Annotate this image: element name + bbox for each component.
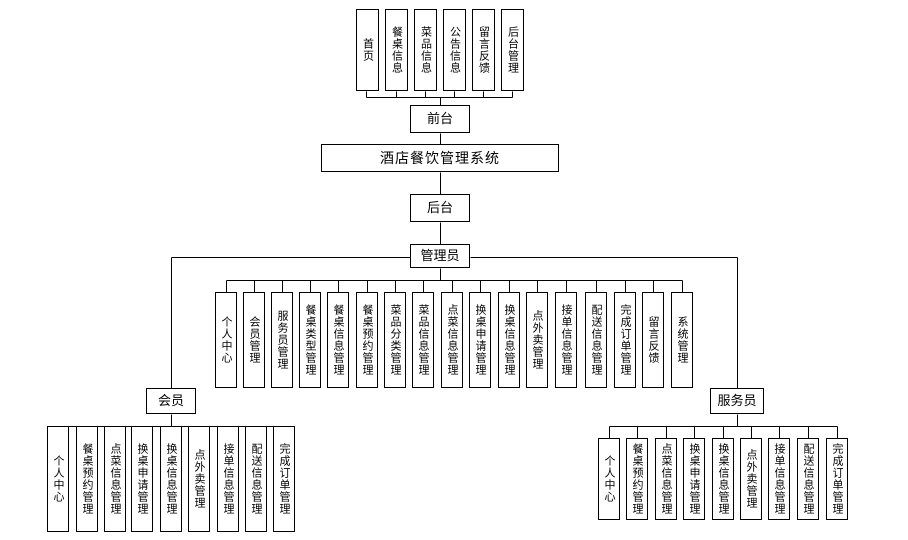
admin-item-table-reservation-mgmt: 餐桌预约管理 — [356, 292, 378, 388]
admin-item-order-accept-mgmt: 接单信息管理 — [555, 292, 577, 388]
front-item-admin-entry: 后台管理 — [501, 9, 524, 91]
admin-node: 管理员 — [410, 244, 470, 268]
member-item-personal-center: 个人中心 — [47, 426, 69, 532]
member-node: 会员 — [146, 388, 196, 414]
front-item-feedback: 留言反馈 — [472, 9, 495, 91]
front-item-dish-info: 菜品信息 — [414, 9, 437, 91]
admin-item-personal-center: 个人中心 — [215, 292, 237, 388]
waiter-item-table-change-request-mgmt: 换桌申请管理 — [683, 438, 705, 520]
waiter-item-table-reservation-mgmt: 餐桌预约管理 — [626, 438, 648, 520]
front-item-home: 首页 — [356, 9, 379, 91]
waiter-node: 服务员 — [710, 388, 764, 414]
member-item-completed-order-mgmt: 完成订单管理 — [273, 426, 295, 532]
admin-item-takeout-mgmt: 点外卖管理 — [526, 292, 548, 388]
admin-item-table-change-info-mgmt: 换桌信息管理 — [498, 292, 520, 388]
waiter-item-personal-center: 个人中心 — [598, 438, 620, 520]
waiter-item-order-accept-mgmt: 接单信息管理 — [768, 438, 790, 520]
admin-item-table-type-mgmt: 餐桌类型管理 — [299, 292, 321, 388]
waiter-item-takeout-mgmt: 点外卖管理 — [740, 438, 762, 520]
backend-node: 后台 — [410, 194, 470, 222]
admin-item-feedback: 留言反馈 — [642, 292, 664, 388]
waiter-item-delivery-info-mgmt: 配送信息管理 — [797, 438, 819, 520]
member-item-order-accept-mgmt: 接单信息管理 — [217, 426, 239, 532]
admin-item-order-dish-mgmt: 点菜信息管理 — [441, 292, 463, 388]
admin-item-completed-order-mgmt: 完成订单管理 — [614, 292, 636, 388]
admin-item-dish-category-mgmt: 菜品分类管理 — [384, 292, 406, 388]
front-item-notice-info: 公告信息 — [443, 9, 466, 91]
waiter-item-table-change-info-mgmt: 换桌信息管理 — [712, 438, 734, 520]
admin-item-system-mgmt: 系统管理 — [671, 292, 693, 388]
member-item-table-change-info-mgmt: 换桌信息管理 — [160, 426, 182, 532]
member-item-delivery-info-mgmt: 配送信息管理 — [245, 426, 267, 532]
member-item-order-dish-mgmt: 点菜信息管理 — [104, 426, 126, 532]
member-item-takeout-mgmt: 点外卖管理 — [188, 426, 210, 532]
admin-item-table-info-mgmt: 餐桌信息管理 — [327, 292, 349, 388]
frontend-node: 前台 — [410, 105, 470, 133]
front-item-table-info: 餐桌信息 — [385, 9, 408, 91]
waiter-item-completed-order-mgmt: 完成订单管理 — [826, 438, 848, 520]
waiter-item-order-dish-mgmt: 点菜信息管理 — [655, 438, 677, 520]
system-title-node: 酒店餐饮管理系统 — [321, 144, 559, 172]
admin-item-delivery-info-mgmt: 配送信息管理 — [585, 292, 607, 388]
admin-item-dish-info-mgmt: 菜品信息管理 — [412, 292, 434, 388]
member-item-table-reservation-mgmt: 餐桌预约管理 — [76, 426, 98, 532]
admin-item-member-mgmt: 会员管理 — [243, 292, 265, 388]
admin-item-table-change-request-mgmt: 换桌申请管理 — [469, 292, 491, 388]
member-item-table-change-request-mgmt: 换桌申请管理 — [131, 426, 153, 532]
admin-item-waiter-mgmt: 服务员管理 — [271, 292, 293, 388]
